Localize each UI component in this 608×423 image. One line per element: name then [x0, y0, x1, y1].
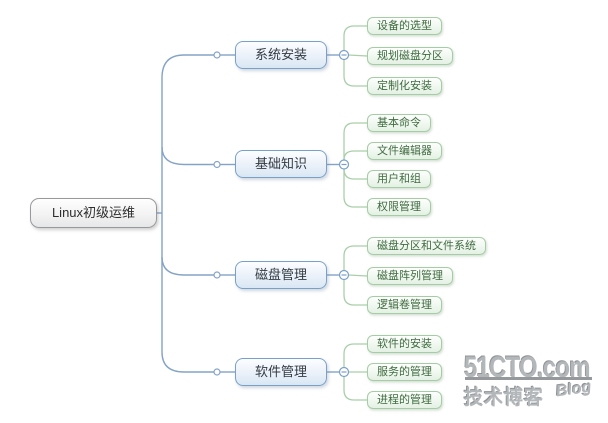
subtopic-device-selection[interactable]: 设备的选型 — [367, 17, 442, 35]
collapse-button-software-management[interactable] — [338, 366, 350, 378]
subtopic-raid-management[interactable]: 磁盘阵列管理 — [367, 267, 453, 285]
subtopic-software-install[interactable]: 软件的安装 — [367, 335, 442, 353]
collapse-button-system-install[interactable] — [338, 49, 350, 61]
connection-dot — [213, 368, 221, 376]
main-topic-basic-knowledge[interactable]: 基础知识 — [235, 150, 327, 178]
connection-dots — [213, 51, 221, 376]
collapse-button-basic-knowledge[interactable] — [338, 159, 350, 170]
main-topic-system-install[interactable]: 系统安装 — [235, 41, 327, 69]
connection-dot — [213, 160, 221, 169]
subtopic-custom-install[interactable]: 定制化安装 — [367, 77, 442, 95]
subtopic-process-management[interactable]: 进程的管理 — [367, 391, 442, 409]
collapse-button-disk-management[interactable] — [338, 269, 350, 281]
trunk-connectors — [157, 54, 340, 373]
watermark-underline — [465, 377, 592, 380]
subtopic-users-groups[interactable]: 用户和组 — [367, 170, 431, 188]
main-topic-software-management[interactable]: 软件管理 — [235, 358, 327, 386]
main-topic-disk-management[interactable]: 磁盘管理 — [235, 261, 327, 289]
child-connectors — [343, 25, 368, 401]
subtopic-file-editors[interactable]: 文件编辑器 — [367, 142, 442, 160]
subtopic-basic-commands[interactable]: 基本命令 — [367, 114, 431, 132]
connection-dot — [213, 271, 221, 279]
connection-dot — [213, 51, 221, 59]
watermark-tagline: 技术博客 — [464, 387, 544, 409]
subtopic-service-management[interactable]: 服务的管理 — [367, 363, 442, 381]
subtopic-plan-partitions[interactable]: 规划磁盘分区 — [367, 47, 453, 65]
subtopic-permission-management[interactable]: 权限管理 — [367, 198, 431, 216]
subtopic-lvm-management[interactable]: 逻辑卷管理 — [367, 296, 442, 314]
subtopic-partitions-filesystems[interactable]: 磁盘分区和文件系统 — [367, 237, 486, 255]
root-topic[interactable]: Linux初级运维 — [30, 198, 157, 228]
